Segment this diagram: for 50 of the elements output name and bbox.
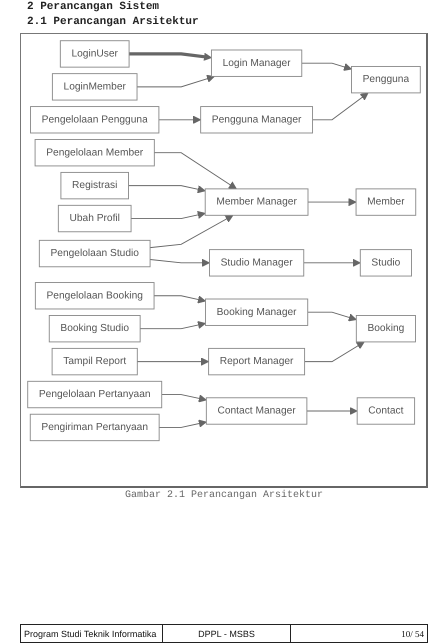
arrow	[150, 258, 210, 267]
component-box: Pengelolaan Booking	[34, 282, 155, 310]
arrow	[130, 210, 206, 220]
arrow	[158, 116, 202, 124]
component-box: Member Manager	[204, 188, 308, 216]
component-box: Ubah Profil	[58, 204, 132, 232]
arrow	[161, 394, 207, 402]
figure-caption: Gambar 2.1 Perancangan Arsitektur	[124, 490, 324, 502]
arrow	[304, 342, 365, 362]
component-box: Member	[356, 188, 416, 216]
component-box: Pengelolaan Pertanyaan	[27, 380, 162, 408]
component-box: LoginUser	[60, 40, 130, 68]
arrow	[136, 74, 215, 88]
section-title: 2.1 Perancangan Arsitektur	[27, 16, 199, 29]
component-box: Contact Manager	[206, 397, 308, 425]
arrow	[158, 420, 207, 428]
footer-cell: DPPL - MSBS	[162, 624, 291, 643]
arrow	[306, 406, 358, 416]
component-box: Report Manager	[208, 348, 306, 376]
component-box: Tampil Report	[52, 348, 138, 376]
section-heading: 2 Perancangan Sistem	[27, 1, 160, 14]
component-box: Pengiriman Pertanyaan	[30, 414, 160, 442]
arrow	[301, 62, 352, 71]
arrow	[140, 320, 206, 330]
component-box: Contact	[356, 397, 416, 425]
component-box: Pengelolaan Studio	[38, 240, 151, 268]
component-box: Registrasi	[60, 172, 129, 200]
arrow	[128, 185, 206, 194]
arrow	[136, 358, 209, 366]
component-box: Booking	[356, 315, 416, 342]
arrow	[307, 312, 357, 322]
component-box: Studio	[360, 249, 412, 277]
component-box: Studio Manager	[209, 249, 304, 277]
arrow	[154, 295, 206, 304]
footer-cell: Program Studi Teknik Informatika	[20, 624, 163, 643]
arrow	[154, 152, 237, 190]
footer-cell: 10/ 54	[290, 624, 428, 643]
arrow	[303, 258, 361, 267]
arrow	[312, 92, 369, 120]
component-box: Booking Manager	[205, 298, 308, 326]
component-box: Login Manager	[210, 50, 302, 77]
component-box: LoginMember	[52, 73, 138, 101]
component-box: Pengelolaan Pengguna	[30, 106, 160, 134]
component-box: Pengguna	[351, 66, 421, 94]
component-box: Booking Studio	[48, 315, 141, 342]
component-box: Pengguna Manager	[200, 106, 314, 134]
arrow	[308, 198, 356, 206]
arrow	[150, 214, 234, 248]
arrow	[129, 52, 212, 61]
component-box: Pengelolaan Member	[34, 139, 155, 166]
